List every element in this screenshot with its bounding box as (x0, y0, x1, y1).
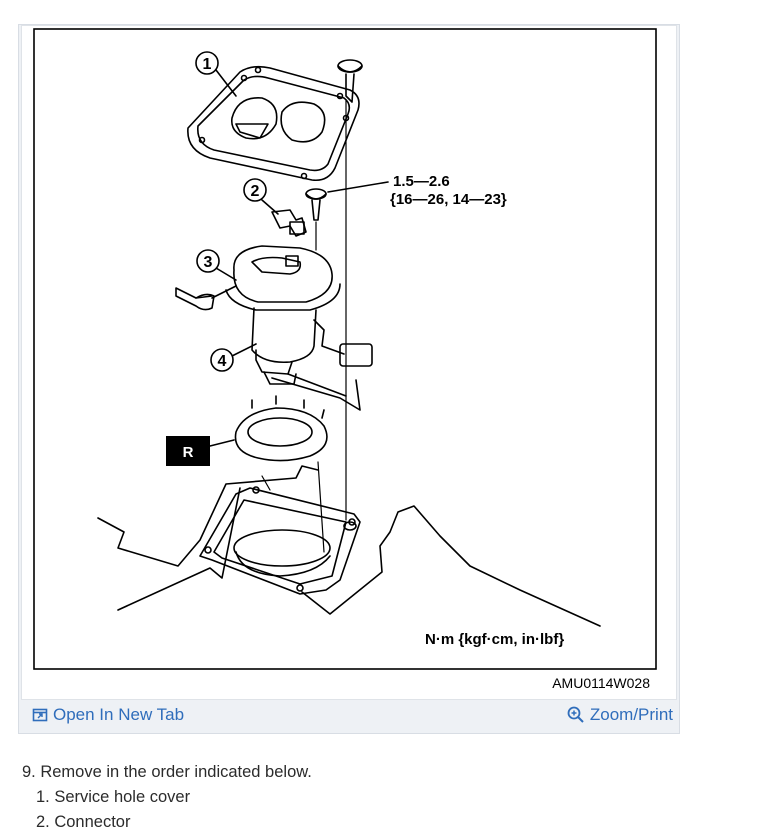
bolt-hole (343, 521, 357, 531)
leader-line-4 (231, 343, 257, 357)
callout-4: 4 (210, 348, 234, 372)
callout-2: 2 (243, 178, 267, 202)
reuse-mark-box (166, 436, 210, 466)
list-item: 2. Connector (36, 813, 131, 831)
instructions: 9. Remove in the order indicated below. … (22, 760, 312, 835)
step-text: 9. Remove in the order indicated below. (22, 763, 312, 781)
torque-value-units: {16—26, 14—23} (390, 191, 507, 208)
fuel-pump-unit (225, 245, 373, 411)
units-label: N·m {kgf·cm, in·lbf} (425, 631, 564, 648)
service-hole-cover (187, 65, 360, 182)
figure-code: AMU0114W028 (552, 675, 650, 691)
callout-1-label: 1 (203, 56, 212, 73)
callout-3-label: 3 (204, 254, 213, 271)
figure-frame (21, 25, 677, 700)
callout-4-label: 4 (218, 353, 227, 370)
callout-2-label: 2 (251, 183, 260, 200)
zoom-print-link[interactable]: Zoom/Print (567, 705, 673, 725)
fuel-tank-opening (97, 465, 601, 627)
fuel-hose (175, 285, 237, 311)
connector-part (271, 209, 307, 237)
callout-1: 1 (195, 51, 219, 75)
alignment-line (261, 475, 271, 491)
leader-line-2 (261, 199, 279, 215)
pump-bolt (305, 181, 389, 221)
callout-3: 3 (196, 249, 220, 273)
cover-bolt (337, 59, 363, 103)
torque-value: 1.5—2.6 (393, 173, 450, 190)
open-in-new-tab-link[interactable]: Open In New Tab (32, 705, 184, 725)
open-tab-icon (32, 708, 48, 722)
list-item: 1. Service hole cover (36, 788, 191, 806)
reuse-mark-label: R (183, 444, 194, 461)
leader-line-1 (215, 69, 237, 97)
alignment-line (317, 461, 325, 553)
zoom-print-label: Zoom/Print (589, 705, 673, 724)
leader-line-3 (215, 267, 237, 281)
zoom-icon (567, 706, 584, 723)
removal-order-list: 1. Service hole cover 2. Connector (22, 785, 312, 835)
diagram-border (33, 28, 657, 670)
open-in-new-tab-label: Open In New Tab (53, 705, 185, 724)
